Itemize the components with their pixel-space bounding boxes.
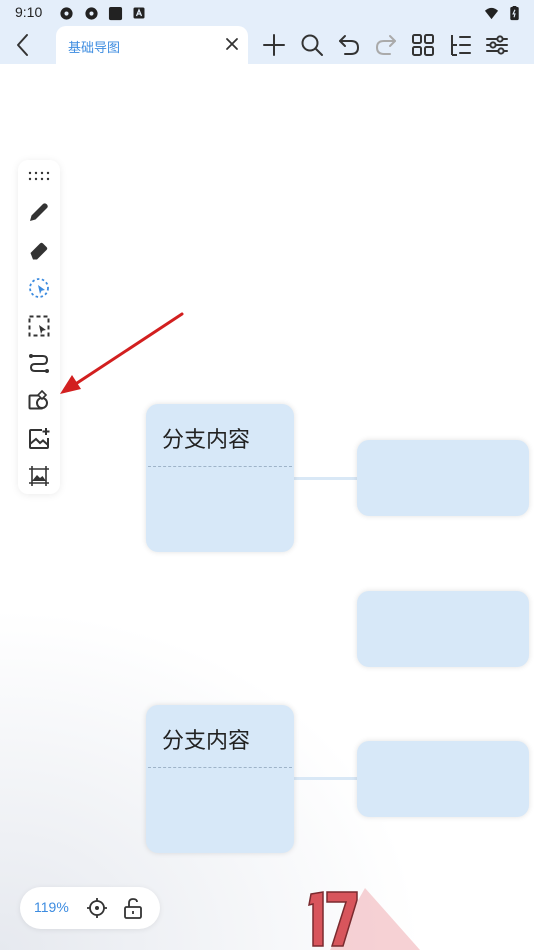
app-icon-1 xyxy=(60,7,73,20)
shape-icon[interactable] xyxy=(27,389,51,413)
lock-icon[interactable] xyxy=(121,896,145,920)
settings-icon[interactable] xyxy=(484,32,510,58)
mindmap-child-node[interactable] xyxy=(357,591,529,667)
drag-handle-icon[interactable] xyxy=(27,164,51,188)
connector-icon[interactable] xyxy=(27,351,51,375)
image-frame-icon[interactable] xyxy=(27,464,51,488)
search-icon[interactable] xyxy=(299,32,325,58)
tool-panel xyxy=(18,160,60,494)
connector-line xyxy=(294,477,358,480)
zoom-level[interactable]: 119% xyxy=(34,899,69,915)
mindmap-node[interactable]: 分支内容 xyxy=(146,404,294,552)
watermark-logo xyxy=(308,888,420,950)
status-bar: 9:10 xyxy=(0,0,534,26)
lasso-select-icon[interactable] xyxy=(27,276,51,300)
app-icon-4 xyxy=(133,7,145,19)
connector-line xyxy=(294,777,358,780)
app-icon-3 xyxy=(108,6,123,21)
close-icon[interactable] xyxy=(222,34,242,54)
battery-icon xyxy=(510,6,519,21)
tab-document[interactable]: 基础导图 xyxy=(56,26,248,64)
mindmap-child-node[interactable] xyxy=(357,440,529,516)
box-select-icon[interactable] xyxy=(27,314,51,338)
node-title: 分支内容 xyxy=(162,428,251,453)
pen-icon[interactable] xyxy=(27,200,51,224)
redo-icon[interactable] xyxy=(373,32,399,58)
node-divider xyxy=(148,767,292,768)
mindmap-node[interactable]: 分支内容 xyxy=(146,705,294,853)
zoom-control: 119% xyxy=(20,887,160,929)
mindmap-child-node[interactable] xyxy=(357,741,529,817)
locate-icon[interactable] xyxy=(85,896,109,920)
back-icon[interactable] xyxy=(8,30,38,60)
mindmap-canvas[interactable]: 分支内容 分支内容 119% xyxy=(0,64,534,950)
node-divider xyxy=(148,466,292,467)
outline-icon[interactable] xyxy=(447,32,473,58)
undo-icon[interactable] xyxy=(336,32,362,58)
eraser-icon[interactable] xyxy=(27,238,51,262)
app-icon-2 xyxy=(85,7,98,20)
top-toolbar: 基础导图 xyxy=(0,26,534,64)
grid-icon[interactable] xyxy=(410,32,436,58)
wifi-icon xyxy=(484,7,499,20)
add-icon[interactable] xyxy=(261,32,287,58)
tab-title: 基础导图 xyxy=(68,41,121,56)
node-title: 分支内容 xyxy=(162,729,251,754)
insert-image-icon[interactable] xyxy=(27,427,51,451)
status-time: 9:10 xyxy=(15,4,43,20)
